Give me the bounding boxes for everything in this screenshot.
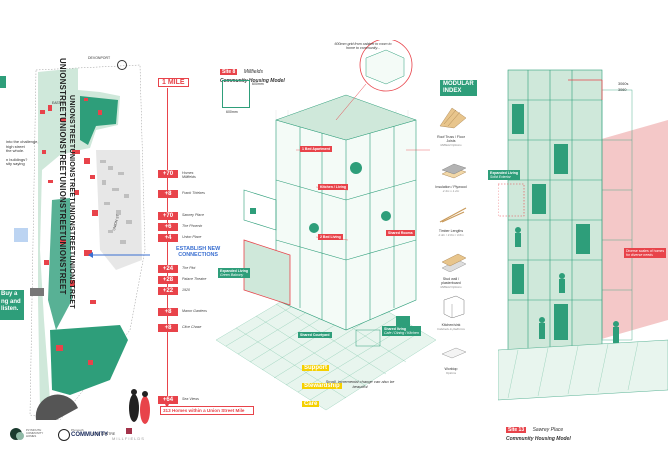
site-tag: Site 13 [506, 427, 527, 433]
mile-row-8: +22 1920 [158, 287, 228, 297]
union-street-lettering: UNIONSTREETUNIONSTREETUNIONSTREETUNIONST… [58, 58, 67, 295]
small-road-icon [30, 288, 44, 296]
mile-arrow-icon [164, 402, 170, 408]
tag-1-bed: 1 Bed Apartment [300, 146, 332, 152]
map-label-city-centre: CITY CENTRE [92, 432, 116, 436]
index-item-timber: Timber Lengths 2.4m / 3.0m / 3.6m [434, 204, 494, 237]
tag-shared-rooms: Shared Rooms [386, 230, 415, 236]
plymouth-homes-logo: PLYMOUTH COMMUNITY HOMES [10, 426, 50, 444]
care-stack: Support Stewardship Care [302, 365, 342, 407]
site-tag: Site 8 [220, 69, 238, 75]
mile-site-name: 1920 [182, 288, 190, 292]
mile-site-name: Frank Thiebes [182, 191, 205, 195]
mile-line [167, 88, 169, 406]
establish-connections-label: ESTABLISH NEW CONNECTIONS [176, 246, 221, 259]
map-label-east-st: EAST ST [52, 101, 66, 105]
tag-shared-living: Shared living Cafe / Dining / Kitchen [382, 326, 421, 336]
site-name: Millfields [243, 69, 263, 75]
index-item-roof-truss: Roof Truss / Floor Joists Millfield Opti… [434, 104, 494, 147]
sawrey-building [498, 69, 668, 401]
mile-count: +24 [158, 265, 178, 273]
roof-truss-icon [439, 107, 467, 129]
question-text: into the challenge, high street the whol… [6, 139, 39, 167]
mile-site-name: Clive Chase [182, 325, 202, 329]
index-item-insulation: Insulation / Plywood 2.4m x 1.2m [434, 160, 494, 193]
tag-kitchen-living: Kitchen / Living [318, 184, 349, 190]
middle-axonometric: Site 8 Millfields Community Housing Mode… [216, 40, 436, 440]
site-8-header: Site 8 Millfields Community Housing Mode… [220, 60, 285, 84]
model-name: Community Housing Model [506, 436, 571, 442]
mile-count: +70 [158, 170, 178, 178]
index-item-worktop: Worktop Options [434, 342, 494, 375]
union-street-lettering-2: UNIONSTREETUNIONSTREETUNIONSTREETUNIONST… [68, 95, 75, 309]
kitchen-icon [443, 295, 465, 319]
right-elevation: 3060s 3060 Expanded Living Solid Exterio… [488, 60, 668, 442]
tag-shared-courtyard: Shared Courtyard [298, 332, 332, 338]
mile-site-name: Sawrey Place [182, 213, 204, 217]
grid-dimension-h: 600mm [226, 110, 238, 114]
mile-site-name: The Plot [182, 266, 196, 270]
tag-expanded-living: Expanded Living Green Balcony [218, 268, 251, 278]
buy-callout: Buy a ng and listen. [0, 290, 24, 320]
mile-count: +64 [158, 396, 178, 404]
mile-row-4: +6 The Phoenix [158, 223, 228, 233]
mile-count: +6 [158, 223, 178, 231]
mile-row-7: +28 Palace Theatre [158, 276, 228, 286]
mile-count: +28 [158, 276, 178, 284]
info-square-icon [14, 228, 28, 242]
community-logo: Plymouth COMMUNITY [58, 428, 108, 444]
dimension-label-1: 3060s [618, 82, 629, 86]
mile-row-11: +64 Sea Views [158, 396, 228, 406]
mile-header: 1 MILE [158, 78, 189, 87]
axonometric-building [216, 40, 436, 411]
north-compass-icon [117, 60, 127, 70]
mile-count: +22 [158, 287, 178, 295]
map-label-devonport: DEVONPORT [88, 56, 111, 60]
mile-site-name: Sea Views [182, 397, 199, 401]
model-name: Community Housing Model [220, 78, 285, 84]
index-item-kitchen: Kitchen/sink Cabinets & platforms [434, 294, 494, 331]
grid-dimension-v: 600mm [252, 82, 264, 86]
insulation-icon [441, 163, 467, 179]
mile-row-2: +8 Frank Thiebes [158, 190, 228, 200]
millfields-logo: MILLFIELDS [112, 428, 152, 444]
mile-row-10: +8 Clive Chase [158, 324, 228, 334]
mile-row-5: +4 Union Place [158, 234, 228, 244]
dimension-label-2: 3060 [618, 88, 627, 92]
caption-incremental: Small, incremental change can also be be… [325, 379, 395, 389]
partial-green-letter [0, 76, 6, 88]
mile-row-9: +8 Manor Gardens [158, 308, 228, 318]
mile-count: +8 [158, 190, 178, 198]
site-name: Sawrey Place [532, 427, 564, 433]
mile-site-name: Palace Theatre [182, 277, 207, 281]
modular-index: MODULAR INDEX Roof Truss / Floor Joists … [434, 80, 494, 400]
mile-count: +4 [158, 234, 178, 242]
mile-row-3: +70 Sawrey Place [158, 212, 228, 222]
mile-count: +8 [158, 308, 178, 316]
index-item-stud-wall: Stud wall / plasterboard Millfield Optio… [434, 248, 494, 289]
mile-footer: 313 Homes within a Union Street Mile [160, 406, 254, 415]
mile-count: +70 [158, 212, 178, 220]
mile-site-name: Union Place [182, 235, 202, 239]
modular-index-title: MODULAR INDEX [440, 80, 477, 96]
mile-site-name: The Phoenix [182, 224, 203, 228]
tag-diverse-scales: Diverse scales of homes for diverse need… [624, 248, 667, 258]
left-map-panel: UNIONSTREETUNIONSTREETUNIONSTREETUNIONST… [0, 0, 150, 456]
tag-expanded-living-right: Expanded Living Solid Exterior [488, 170, 521, 180]
site-13-header: Site 13 Sawrey Place Community Housing M… [506, 418, 571, 442]
mile-count: +8 [158, 324, 178, 332]
worktop-icon [441, 347, 467, 359]
mile-site-name: Manor Gardens [182, 309, 207, 313]
logos-bar: PLYMOUTH COMMUNITY HOMES Plymouth COMMUN… [10, 424, 170, 450]
street-map [29, 64, 150, 424]
grid-callout-text: 600mm grid from cabinet to room to home … [334, 42, 392, 51]
mile-row-6: +24 The Plot [158, 265, 228, 275]
stud-wall-icon [441, 253, 467, 273]
timber-icon [439, 207, 467, 223]
grid-square [222, 80, 250, 108]
tag-2-bed: 2 Bed Living [318, 234, 343, 240]
